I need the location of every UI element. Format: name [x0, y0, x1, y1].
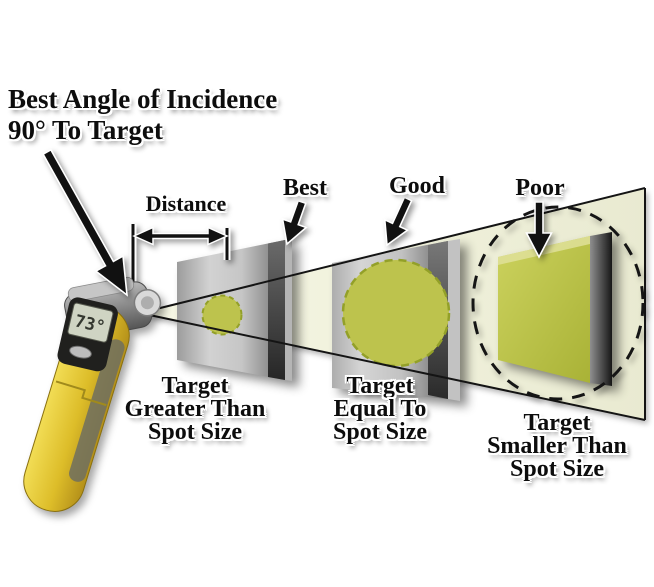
panel-side-edge [590, 232, 612, 386]
ir-thermometer: 73° [23, 276, 162, 512]
distance-double-arrow [132, 226, 229, 246]
panel-top-bevel [498, 236, 590, 265]
angle-arrow [42, 148, 128, 297]
spot-circle-mid [341, 258, 451, 368]
panel-face [498, 236, 590, 383]
caption-target-greater: Target Greater Than Spot Size [124, 373, 266, 445]
cone-outline [139, 187, 646, 421]
good-label: Good [388, 173, 446, 199]
lcd-screen [67, 302, 114, 343]
caption-target-equal: Target Equal To Spot Size [332, 373, 428, 445]
heading-line-2: 90° To Target [8, 115, 163, 145]
heading-line-1: Best Angle of Incidence [8, 84, 278, 114]
dashed-spot-circle [471, 205, 645, 401]
heading-best-angle: Best Angle of Incidence 90° To Target [8, 84, 277, 146]
spot-circle-near [201, 294, 243, 336]
poor-label: Poor [515, 175, 565, 201]
thermometer-display: 73° [57, 297, 118, 372]
distance-label: Distance [145, 191, 227, 216]
callout-arrows [42, 148, 553, 297]
best-label: Best [283, 175, 327, 201]
mode-button [69, 345, 92, 359]
panel-rim [448, 239, 460, 401]
caption-target-smaller: Target Smaller Than Spot Size [487, 410, 627, 482]
good-arrow [383, 196, 413, 247]
panel-rim [285, 239, 292, 381]
panel-side-edge [268, 240, 285, 380]
poor-arrow [525, 201, 553, 259]
target-panel-far [498, 232, 612, 386]
best-arrow [281, 199, 308, 246]
